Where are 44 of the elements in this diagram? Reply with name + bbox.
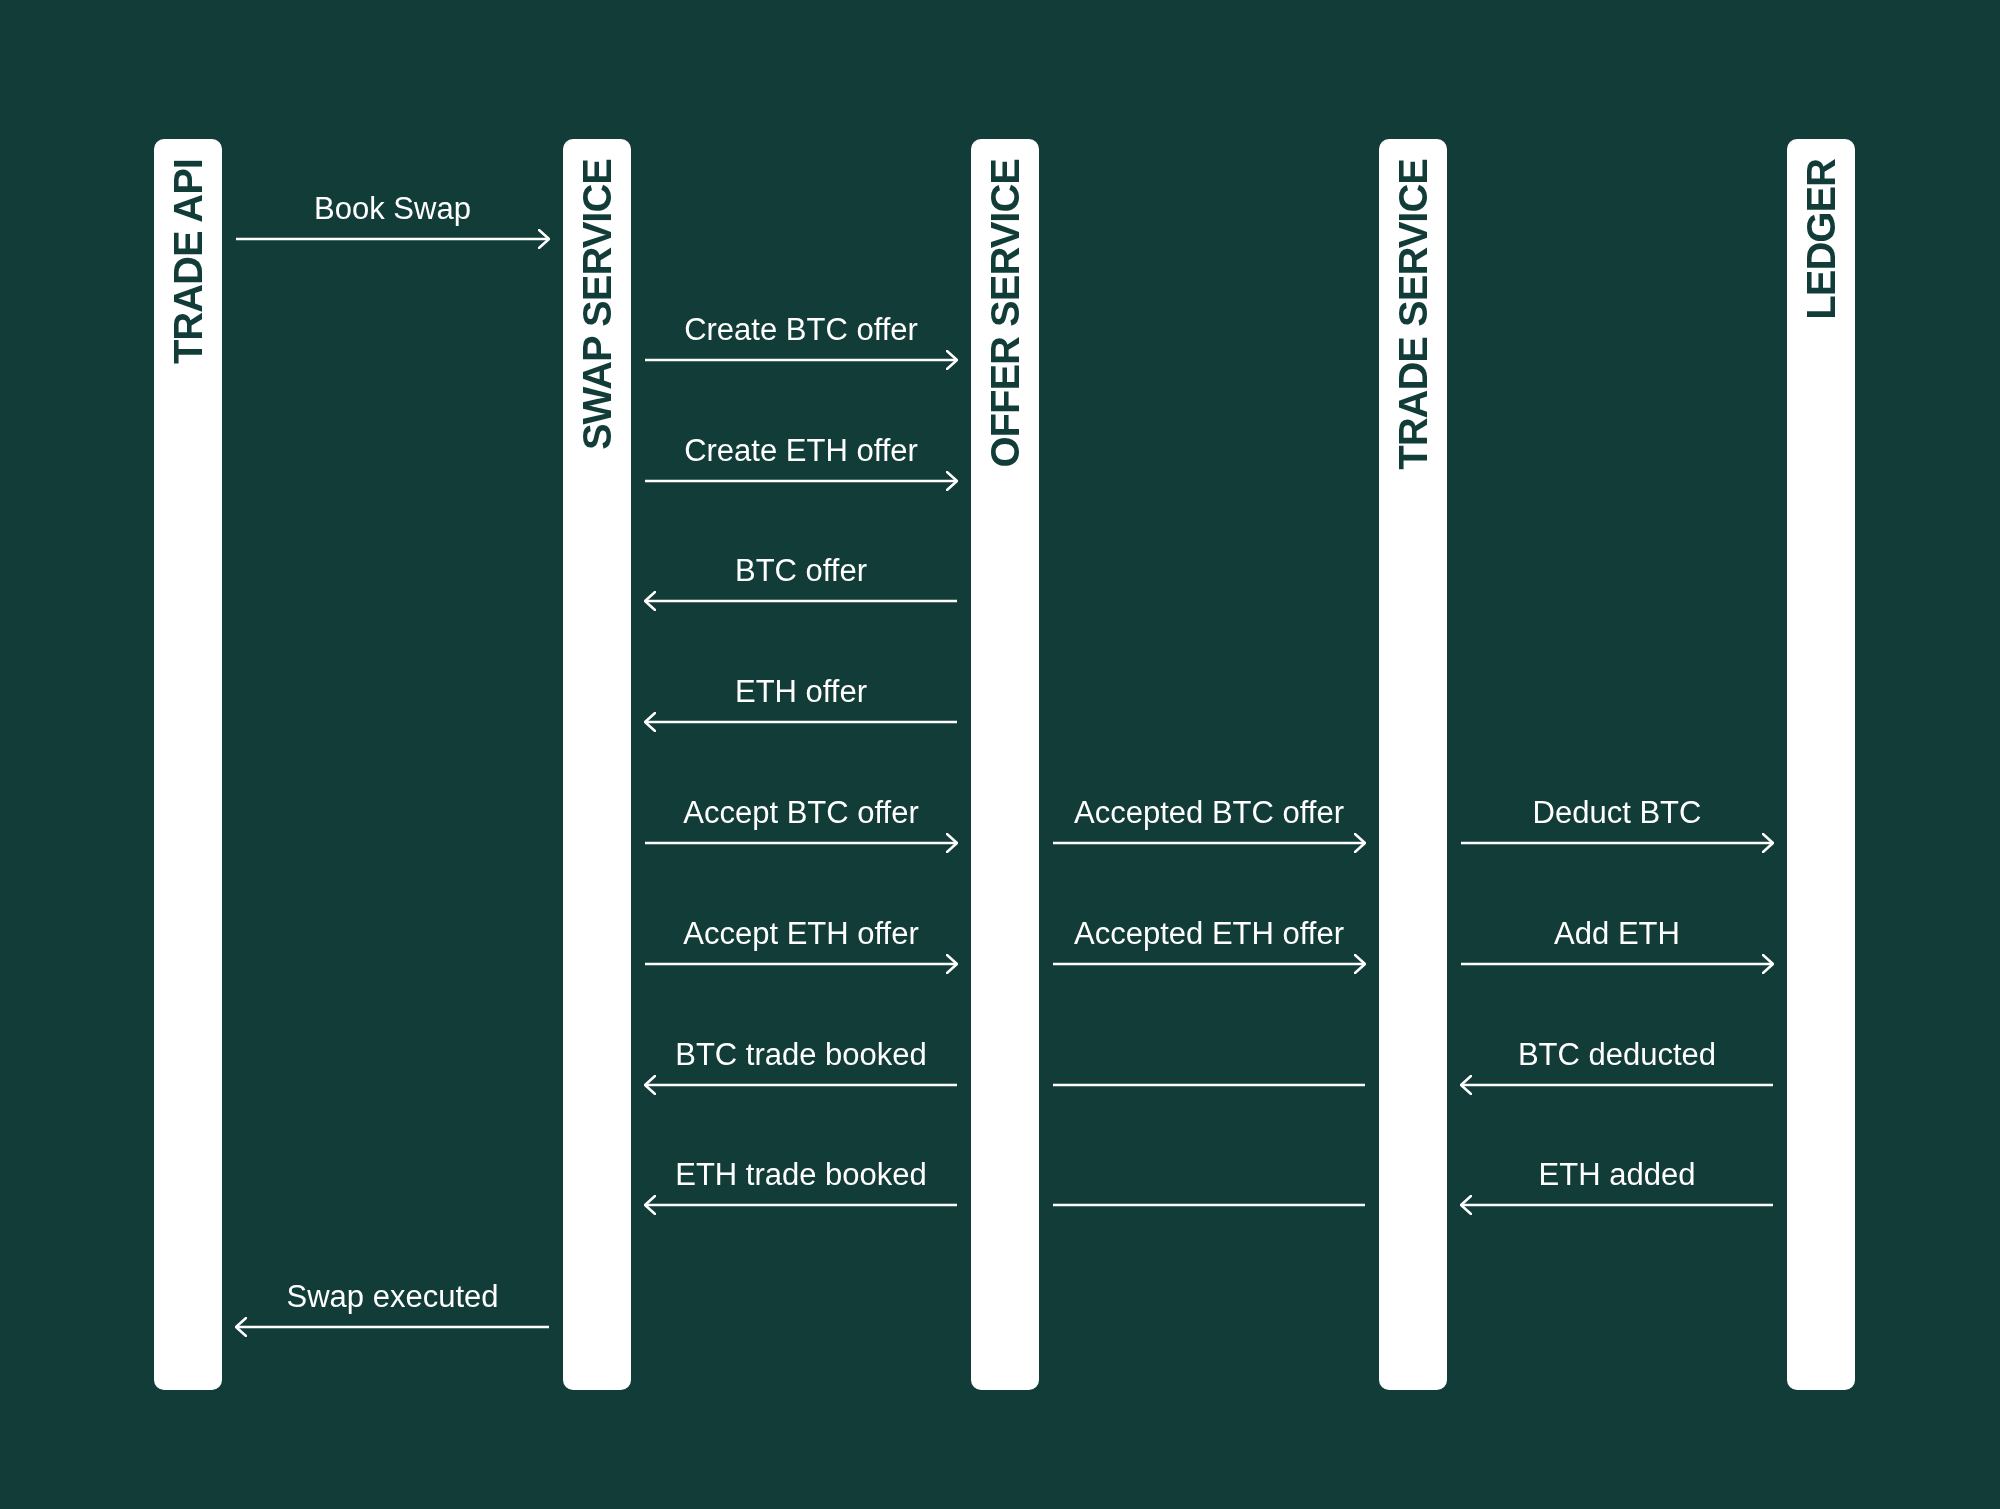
arrow — [643, 1074, 957, 1096]
edge-label: Book Swap — [314, 193, 471, 224]
lifeline-title: LEDGER — [1801, 159, 1841, 320]
edge-label: Accept BTC offer — [683, 797, 919, 828]
arrow — [645, 832, 959, 854]
connector-line — [1053, 1203, 1365, 1207]
edge-label: Add ETH — [1554, 918, 1680, 949]
arrow — [643, 711, 957, 733]
arrow — [643, 1194, 957, 1216]
edge-label: Create BTC offer — [684, 314, 918, 345]
edge-label: BTC trade booked — [675, 1039, 927, 1070]
arrow — [645, 349, 959, 371]
edge-label: Accepted ETH offer — [1074, 918, 1344, 949]
edge-label: ETH added — [1538, 1159, 1696, 1190]
edge-label: Deduct BTC — [1532, 797, 1702, 828]
edge-label: Create ETH offer — [684, 435, 918, 466]
connector-line — [1053, 1083, 1365, 1087]
lifeline-title: TRADE SERVICE — [1393, 159, 1433, 470]
arrow — [645, 470, 959, 492]
arrow — [643, 590, 957, 612]
edge-label: ETH offer — [734, 676, 868, 707]
lifeline-bar — [1379, 139, 1447, 1390]
edge-label: Accepted BTC offer — [1074, 797, 1344, 828]
edge-label: BTC deducted — [1517, 1039, 1717, 1070]
arrow — [1459, 1194, 1773, 1216]
arrow — [1053, 832, 1367, 854]
lifeline-title: OFFER SERVICE — [985, 159, 1025, 468]
edge-label: Accept ETH offer — [683, 918, 919, 949]
lifeline-title: SWAP SERVICE — [577, 159, 617, 451]
lifeline-bar — [971, 139, 1039, 1390]
edge-label: Swap executed — [286, 1281, 499, 1312]
edge-label: ETH trade booked — [675, 1159, 927, 1190]
lifeline-title: TRADE API — [168, 159, 208, 365]
arrow — [236, 228, 551, 250]
arrow — [645, 953, 959, 975]
arrow — [1461, 832, 1775, 854]
edge-label: BTC offer — [734, 555, 868, 586]
arrow — [1459, 1074, 1773, 1096]
arrow — [1053, 953, 1367, 975]
arrow — [234, 1316, 549, 1338]
arrow — [1461, 953, 1775, 975]
lifeline-bar — [154, 139, 222, 1390]
lifeline-bar — [1787, 139, 1855, 1390]
lifeline-bar — [563, 139, 631, 1390]
